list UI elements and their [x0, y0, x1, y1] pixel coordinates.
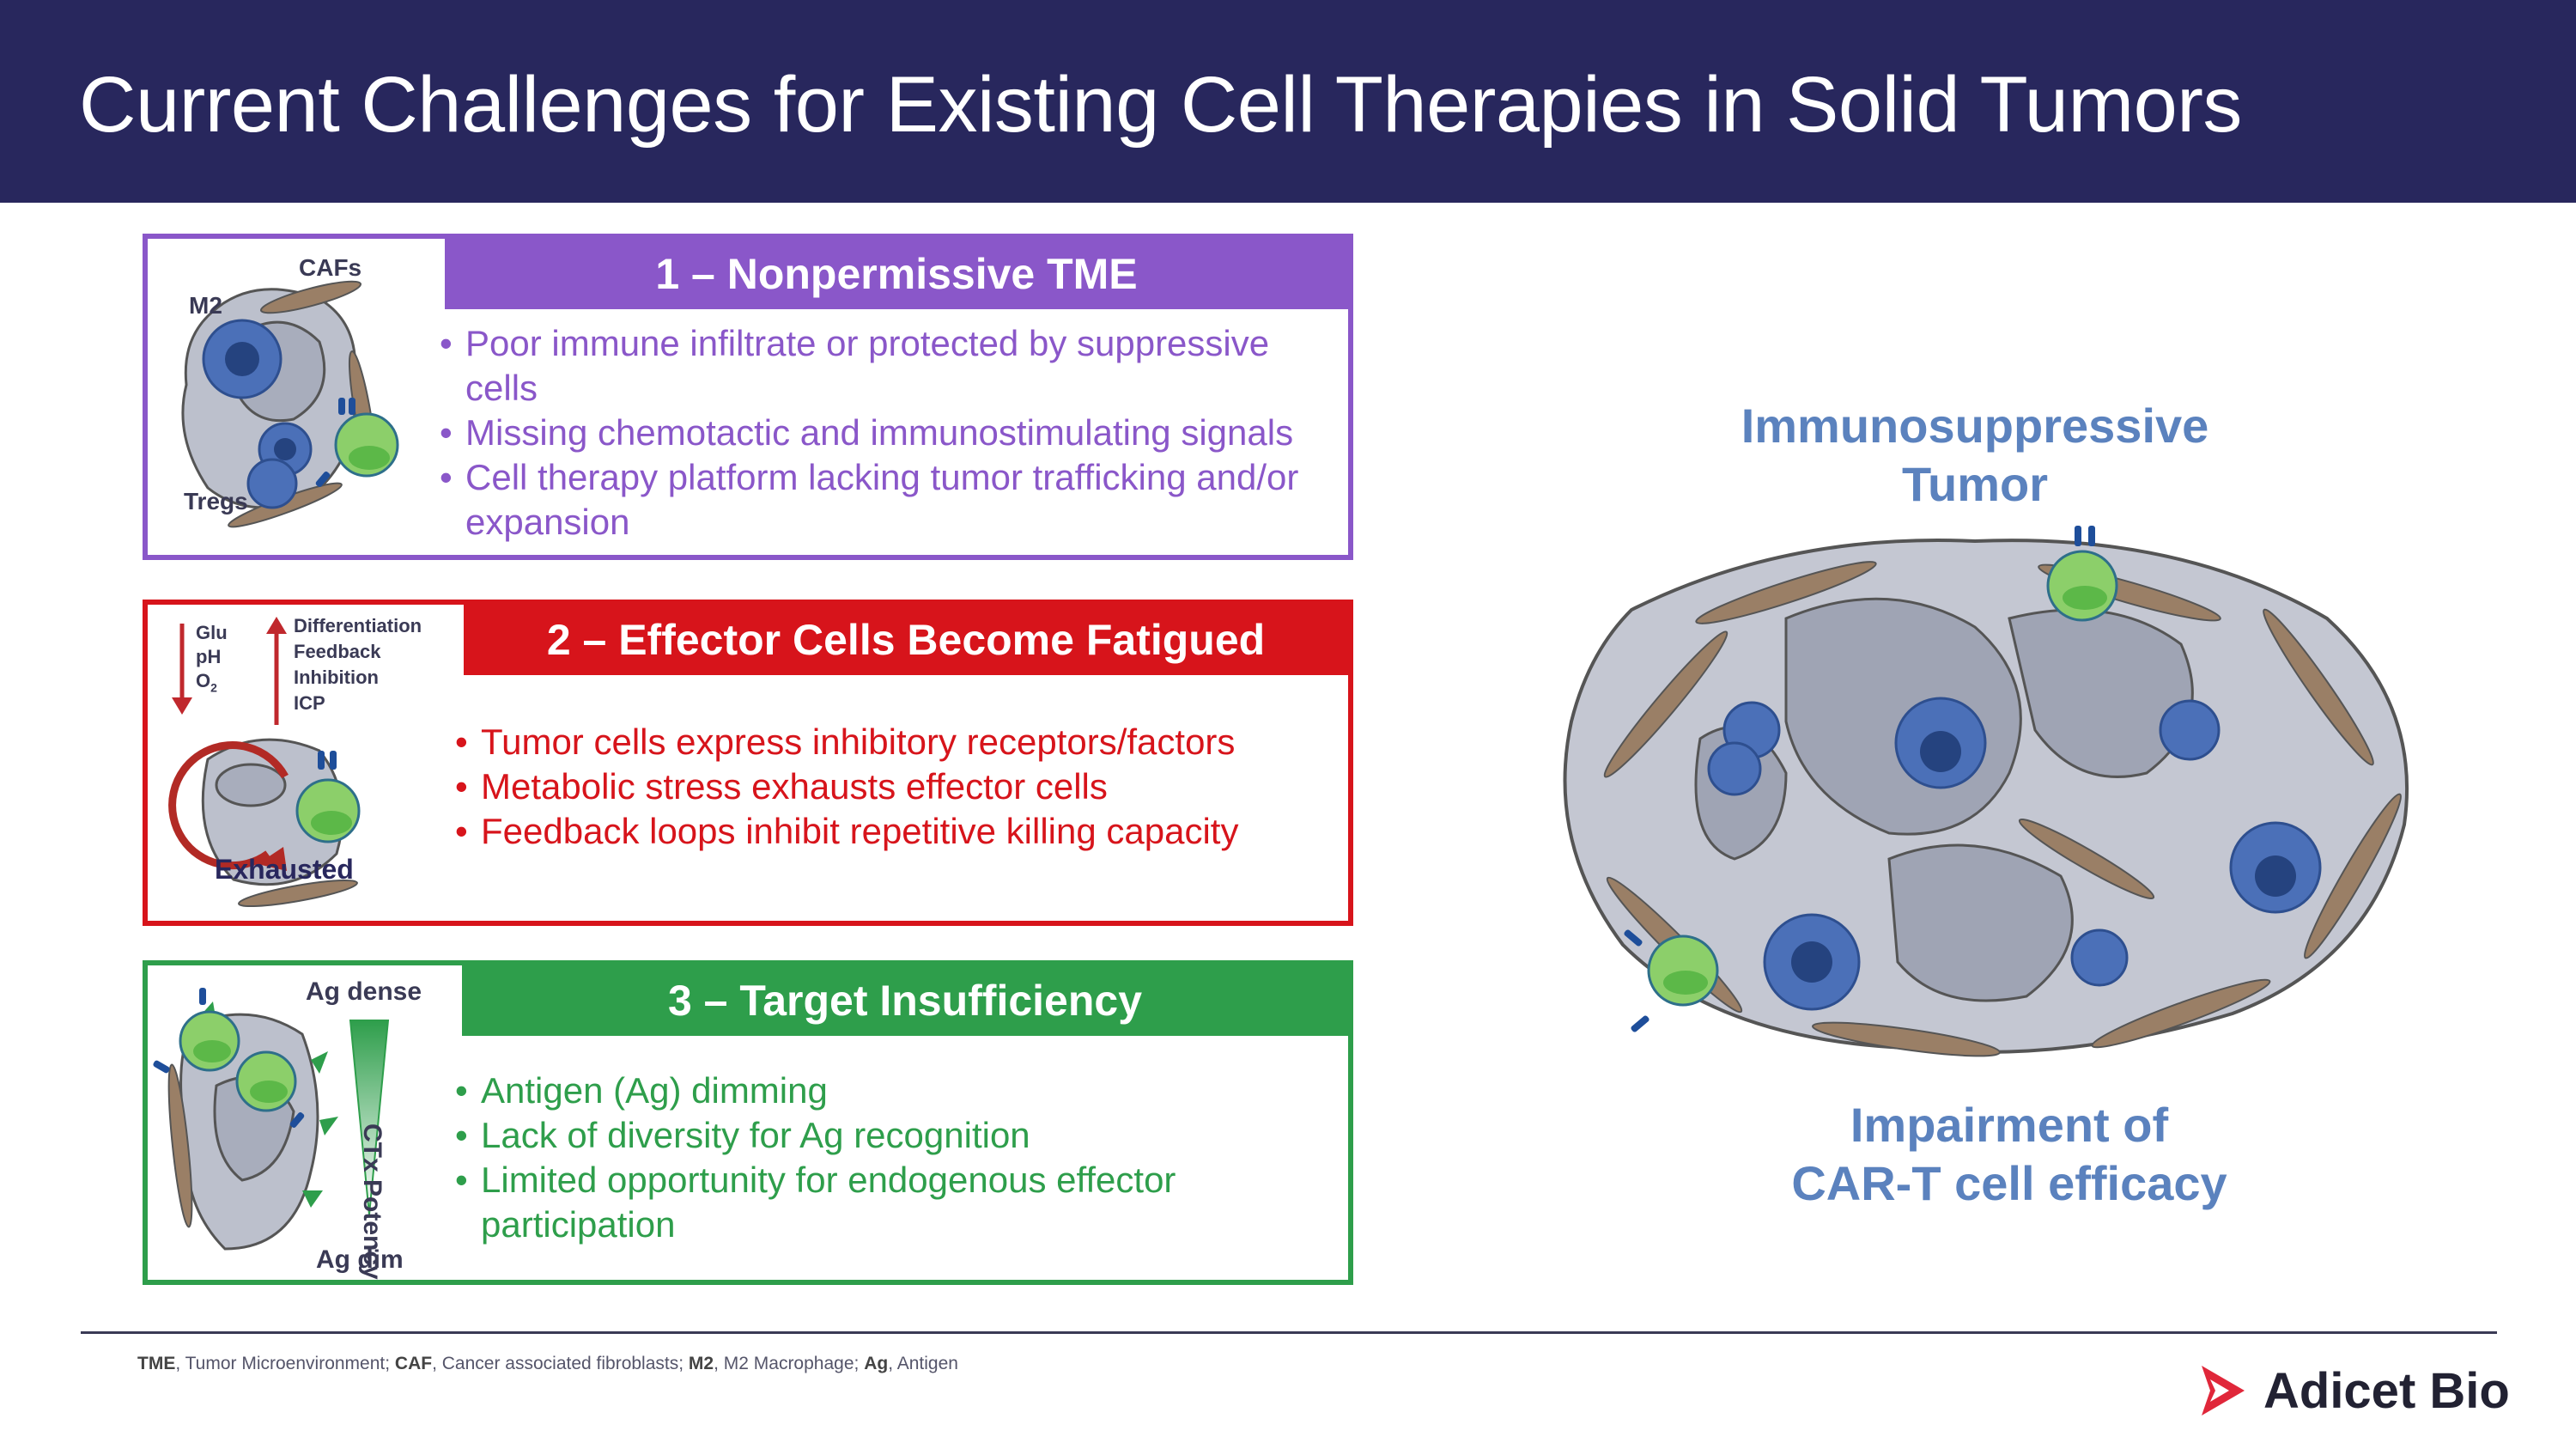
slide-title: Current Challenges for Existing Cell The…	[79, 61, 2242, 149]
logo-text: Adicet Bio	[2263, 1362, 2510, 1419]
footer-divider	[81, 1331, 2497, 1334]
exhausted-cell-icon	[168, 617, 361, 908]
bullet-item: Metabolic stress exhausts effector cells	[455, 764, 1340, 809]
ph-label: pH	[196, 646, 222, 667]
antigen-gradient-icon	[153, 988, 390, 1251]
slide-header: Current Challenges for Existing Cell The…	[0, 0, 2576, 203]
cafs-label: CAFs	[299, 254, 362, 281]
panel-3-title: 3 – Target Insufficiency	[462, 965, 1348, 1036]
tumor-illustration	[1563, 526, 2409, 1057]
panel-2-title: 2 – Effector Cells Become Fatigued	[464, 605, 1348, 675]
panel-2-bullets: Tumor cells express inhibitory receptors…	[455, 720, 1340, 854]
panel-nonpermissive-tme: M2 CAFs Tregs 1 – Nonpermissive TME Poor…	[143, 234, 1353, 560]
bullet-item: Cell therapy platform lacking tumor traf…	[440, 455, 1341, 545]
ag-dense-label: Ag dense	[306, 977, 422, 1006]
o2-label: O2	[196, 670, 217, 695]
exhausted-label: Exhausted	[215, 854, 354, 885]
bullet-item: Lack of diversity for Ag recognition	[455, 1113, 1340, 1158]
tme-cell-cluster-icon	[181, 280, 399, 528]
icp-label: ICP	[294, 692, 325, 714]
car-t-impairment-heading: Impairment of CAR-T cell efficacy	[1791, 1098, 2227, 1210]
ag-dim-label: Ag dim	[316, 1245, 404, 1274]
bullet-item: Limited opportunity for endogenous effec…	[455, 1158, 1340, 1247]
glu-label: Glu	[196, 622, 228, 643]
ctx-potency-label: CTx Potency	[358, 1123, 386, 1280]
immunosuppressive-tumor-heading: Immunosuppressive Tumor	[1741, 399, 2209, 511]
footnote-abbreviations: TME, Tumor Microenvironment; CAF, Cancer…	[137, 1354, 958, 1373]
adicet-logo-icon	[2202, 1366, 2245, 1416]
bullet-item: Feedback loops inhibit repetitive killin…	[455, 809, 1340, 854]
panel-target-insufficiency: Ag dense Ag dim CTx Potency 3 – Target I…	[143, 960, 1353, 1285]
m2-label: M2	[189, 292, 222, 319]
bullet-item: Antigen (Ag) dimming	[455, 1068, 1340, 1113]
bullet-item: Missing chemotactic and immunostimulatin…	[440, 411, 1341, 455]
bullet-item: Poor immune infiltrate or protected by s…	[440, 321, 1341, 411]
tregs-label: Tregs	[184, 488, 248, 514]
company-logo: Adicet Bio	[2191, 1361, 2510, 1421]
feedback-label: Feedback	[294, 641, 381, 662]
panel-1-title: 1 – Nonpermissive TME	[445, 239, 1348, 309]
panel-3-bullets: Antigen (Ag) dimming Lack of diversity f…	[455, 1068, 1340, 1247]
bullet-item: Tumor cells express inhibitory receptors…	[455, 720, 1340, 764]
inhibition-label: Inhibition	[294, 667, 379, 688]
differentiation-label: Differentiation	[294, 615, 422, 636]
panel-effector-fatigue: Glu pH O2 Differentiation Feedback Inhib…	[143, 600, 1353, 926]
panel-1-bullets: Poor immune infiltrate or protected by s…	[440, 321, 1341, 545]
